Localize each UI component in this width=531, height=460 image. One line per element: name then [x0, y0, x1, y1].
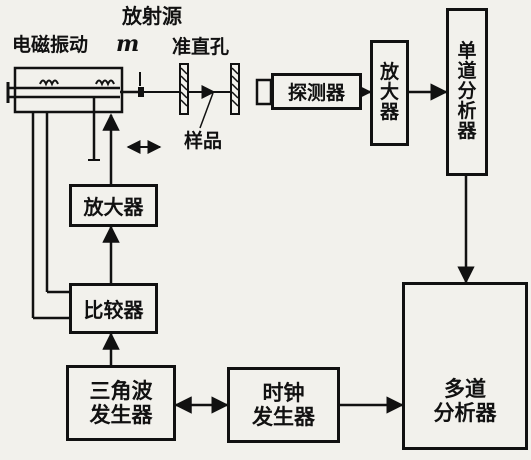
detector-window: [255, 78, 273, 106]
label-source: 放射源: [122, 4, 182, 28]
vibrator-housing: [13, 66, 124, 114]
coil-left-icon: [39, 79, 59, 87]
amplifier-top-label: 放大器: [379, 61, 399, 123]
amplifier-left-block: 放大器: [69, 184, 158, 227]
triangle-wave-generator-block: 三角波 发生器: [66, 365, 176, 441]
comparator-block: 比较器: [69, 283, 158, 334]
sample-pointer: [199, 92, 214, 129]
multichannel-analyzer-label: 多道 分析器: [433, 376, 497, 425]
single-channel-analyzer-block: 单道分析器: [446, 8, 488, 176]
collimator-slab: [179, 63, 189, 115]
multichannel-analyzer-block: 多道 分析器: [402, 282, 528, 450]
label-collimator: 准直孔: [172, 36, 230, 58]
sample-slab: [230, 63, 240, 115]
detector-block: 探测器: [271, 73, 362, 110]
coil-right-icon: [95, 79, 115, 87]
amplifier-top-block: 放大器: [370, 40, 409, 146]
source-holder: [138, 87, 144, 97]
label-sample: 样品: [184, 130, 223, 152]
clock-generator-block: 时钟 发生器: [227, 367, 340, 443]
label-m-symbol: m: [116, 31, 140, 57]
single-channel-analyzer-label: 单道分析器: [457, 40, 477, 142]
label-vibrator: 电磁振动: [12, 34, 89, 56]
